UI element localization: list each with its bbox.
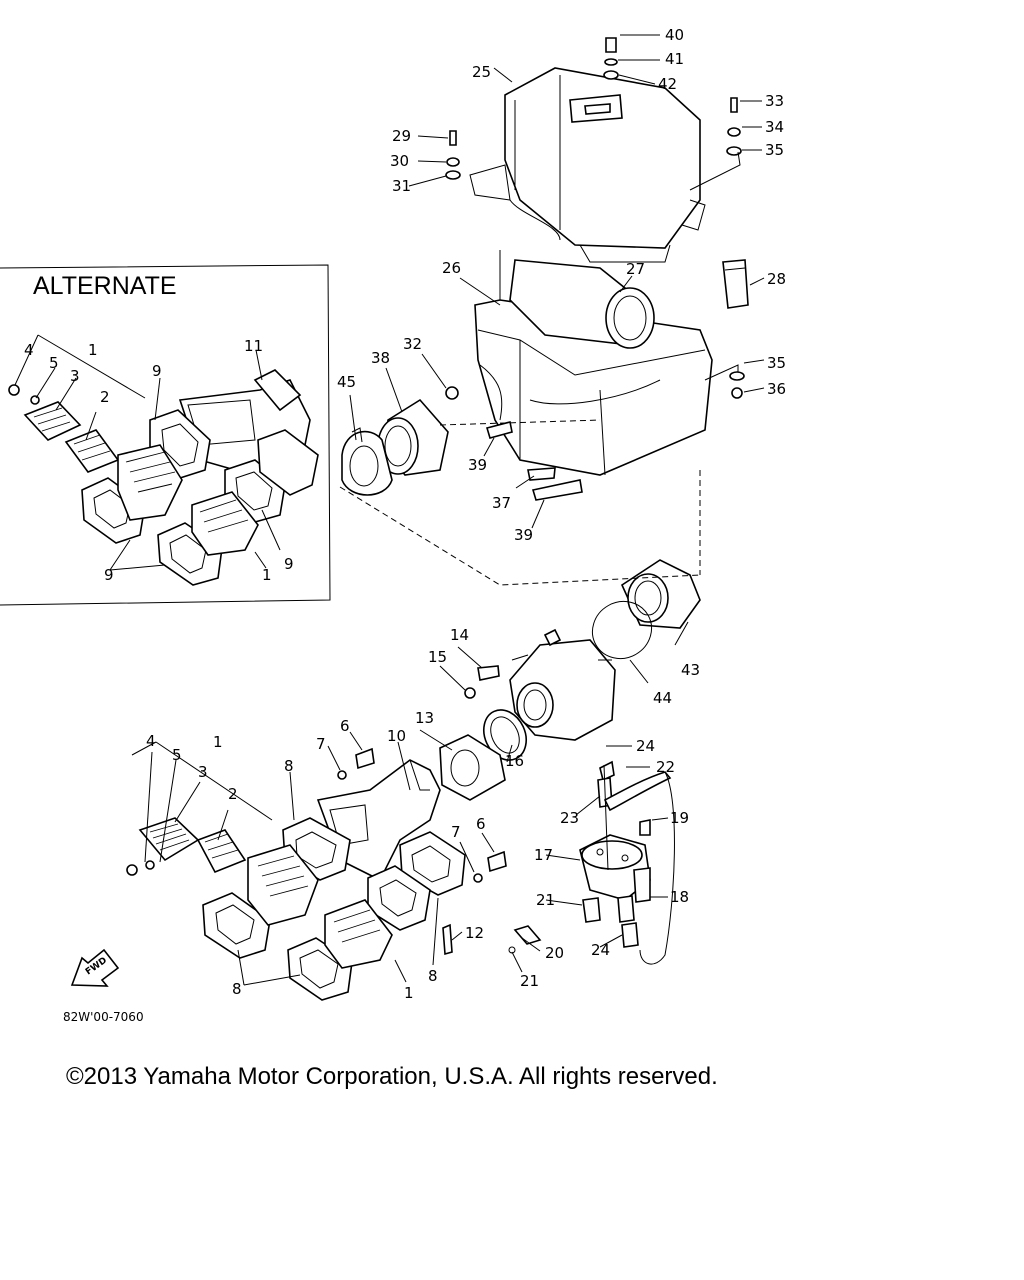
callout-40: 40 bbox=[665, 26, 684, 44]
callout-33: 33 bbox=[765, 92, 784, 110]
callout-6a: 6 bbox=[340, 717, 350, 735]
silencer-tube bbox=[509, 259, 655, 349]
alt-callout-2: 2 bbox=[100, 388, 110, 406]
drain-cap bbox=[722, 259, 749, 309]
alternate-title: ALTERNATE bbox=[33, 272, 177, 300]
callout-21a: 21 bbox=[536, 891, 555, 909]
alt-callout-11: 11 bbox=[244, 337, 263, 355]
air-box-cover bbox=[469, 67, 706, 263]
callout-7a: 7 bbox=[316, 735, 326, 753]
carb-bolt bbox=[464, 665, 500, 699]
callout-41: 41 bbox=[665, 50, 684, 68]
forward-arrow: FWD bbox=[70, 948, 120, 987]
callout-23: 23 bbox=[560, 809, 579, 827]
callout-13: 13 bbox=[415, 709, 434, 727]
callout-31: 31 bbox=[392, 177, 411, 195]
callout-21b: 21 bbox=[520, 972, 539, 990]
air-box-case bbox=[474, 250, 713, 476]
alt-callout-1b: 1 bbox=[262, 566, 272, 584]
callout-19: 19 bbox=[670, 809, 689, 827]
reed-valves-lower bbox=[138, 817, 393, 969]
callout-37: 37 bbox=[492, 494, 511, 512]
callout-39a: 39 bbox=[468, 456, 487, 474]
alternate-reed-assembly bbox=[8, 369, 319, 586]
o-ring bbox=[591, 600, 653, 660]
callout-25: 25 bbox=[472, 63, 491, 81]
reference-code: 82W'00-7060 bbox=[63, 1010, 144, 1024]
callout-20: 20 bbox=[545, 944, 564, 962]
callout-43: 43 bbox=[681, 661, 700, 679]
callout-10: 10 bbox=[387, 727, 406, 745]
alt-callout-9c: 9 bbox=[284, 555, 294, 573]
alt-callout-9a: 9 bbox=[152, 362, 162, 380]
callout-2: 2 bbox=[228, 785, 238, 803]
callout-16: 16 bbox=[505, 752, 524, 770]
duct-clamp bbox=[341, 427, 393, 496]
callout-35b: 35 bbox=[767, 354, 786, 372]
callout-42: 42 bbox=[658, 75, 677, 93]
callout-7b: 7 bbox=[451, 823, 461, 841]
callout-8c: 8 bbox=[232, 980, 242, 998]
callout-24a: 24 bbox=[636, 737, 655, 755]
alt-callout-3: 3 bbox=[70, 367, 80, 385]
callout-39b: 39 bbox=[514, 526, 533, 544]
callout-28: 28 bbox=[767, 270, 786, 288]
alternate-box bbox=[0, 264, 331, 606]
callout-8b: 8 bbox=[428, 967, 438, 985]
callout-22: 22 bbox=[656, 758, 675, 776]
carburetor bbox=[509, 628, 616, 741]
callout-15: 15 bbox=[428, 648, 447, 666]
callout-5: 5 bbox=[172, 746, 182, 764]
carburetor-joint bbox=[620, 559, 701, 629]
callout-17: 17 bbox=[534, 846, 553, 864]
callout-26: 26 bbox=[442, 259, 461, 277]
callout-34: 34 bbox=[765, 118, 784, 136]
fuel-hoses bbox=[508, 760, 672, 954]
alt-callout-9b: 9 bbox=[104, 566, 114, 584]
callout-27: 27 bbox=[626, 260, 645, 278]
joint-clamp bbox=[483, 709, 527, 761]
callout-18: 18 bbox=[670, 888, 689, 906]
fuel-pump bbox=[579, 819, 651, 903]
alt-callout-5: 5 bbox=[49, 354, 59, 372]
air-box-small-parts bbox=[445, 37, 745, 501]
callout-38: 38 bbox=[371, 349, 390, 367]
callout-14: 14 bbox=[450, 626, 469, 644]
callout-29: 29 bbox=[392, 127, 411, 145]
callout-36: 36 bbox=[767, 380, 786, 398]
exploded-parts-diagram: FWD ALTERNATE 82W'00-7060 40 41 42 25 29… bbox=[0, 26, 786, 1024]
screws-lower bbox=[126, 747, 507, 956]
callout-8a: 8 bbox=[284, 757, 294, 775]
callout-1: 1 bbox=[213, 733, 223, 751]
intake-joint bbox=[439, 734, 506, 801]
callout-24b: 24 bbox=[591, 941, 610, 959]
callout-30: 30 bbox=[390, 152, 409, 170]
callout-44: 44 bbox=[653, 689, 672, 707]
callout-3: 3 bbox=[198, 763, 208, 781]
alt-callout-1: 1 bbox=[88, 341, 98, 359]
callout-35a: 35 bbox=[765, 141, 784, 159]
callout-45: 45 bbox=[337, 373, 356, 391]
alt-callout-4: 4 bbox=[24, 341, 34, 359]
callout-1b: 1 bbox=[404, 984, 414, 1002]
callout-12: 12 bbox=[465, 924, 484, 942]
callout-32: 32 bbox=[403, 335, 422, 353]
leader-lines bbox=[14, 34, 765, 986]
callout-4: 4 bbox=[146, 732, 156, 750]
callout-6b: 6 bbox=[476, 815, 486, 833]
copyright-notice: ©2013 Yamaha Motor Corporation, U.S.A. A… bbox=[66, 1063, 718, 1090]
